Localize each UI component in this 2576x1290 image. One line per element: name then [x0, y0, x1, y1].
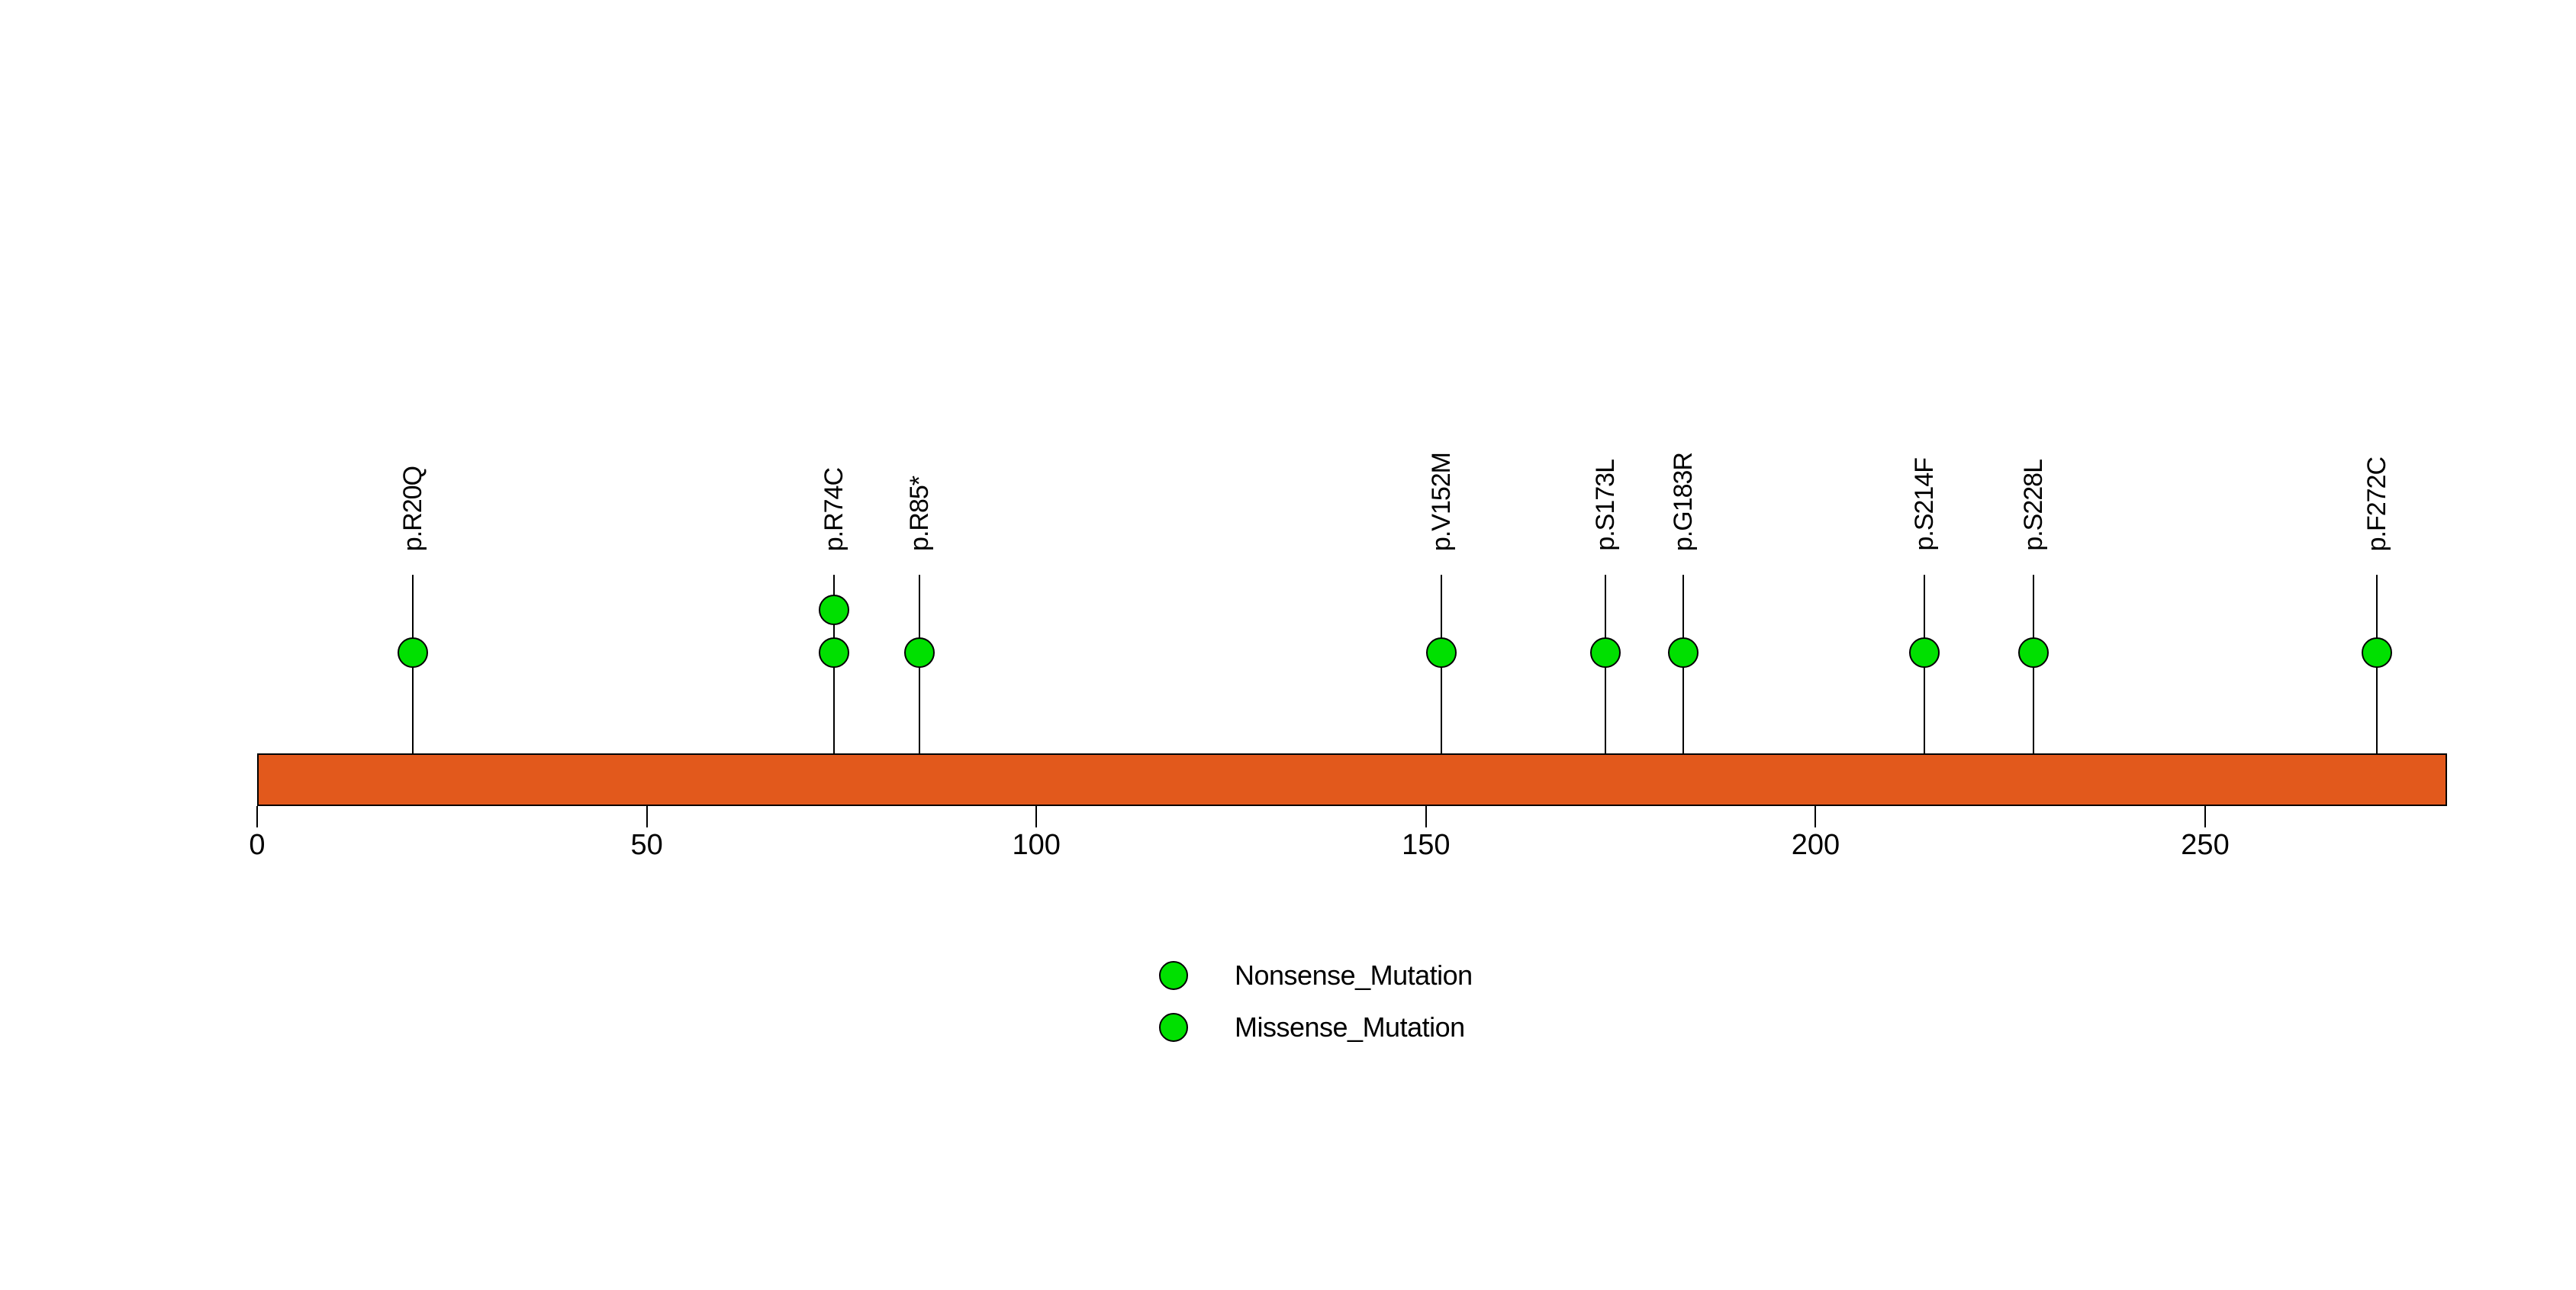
protein-bar	[257, 753, 2447, 806]
mutation-label: p.G183R	[1668, 452, 1698, 551]
lollipop-stem	[832, 575, 835, 806]
axis-tick-label: 250	[2181, 829, 2230, 861]
mutation-label: p.S228L	[2019, 460, 2049, 551]
lollipop-stem	[2375, 575, 2378, 806]
axis-tick	[1035, 806, 1038, 827]
mutation-marker	[818, 595, 849, 625]
mutation-label: p.R74C	[819, 467, 848, 551]
lollipop-stem	[919, 575, 921, 806]
lollipop-stem	[1682, 575, 1684, 806]
legend-marker	[1159, 961, 1188, 990]
lollipop-stem	[412, 575, 414, 806]
axis-tick	[1425, 806, 1427, 827]
axis-tick-label: 50	[630, 829, 663, 861]
mutation-marker	[818, 637, 849, 668]
mutation-marker	[2361, 637, 2392, 668]
legend-marker	[1159, 1013, 1188, 1042]
mutation-marker	[904, 637, 935, 668]
mutation-label: p.F272C	[2362, 456, 2391, 551]
axis-tick-label: 100	[1012, 829, 1061, 861]
axis-tick	[2204, 806, 2206, 827]
mutation-marker	[1589, 637, 1621, 668]
lollipop-stem	[1924, 575, 1926, 806]
axis-tick	[646, 806, 648, 827]
axis-tick-label: 200	[1791, 829, 1840, 861]
lollipop-stem	[1441, 575, 1443, 806]
mutation-label: p.V152M	[1427, 452, 1457, 551]
axis-tick-label: 150	[1402, 829, 1451, 861]
mutation-marker	[1667, 637, 1699, 668]
legend-item-label: Missense_Mutation	[1235, 1011, 1465, 1043]
axis-tick	[1814, 806, 1817, 827]
mutation-label: p.R20Q	[398, 466, 428, 551]
mutation-marker	[1426, 637, 1457, 668]
lollipop-stem	[1604, 575, 1606, 806]
mutation-label: p.R85*	[905, 476, 935, 551]
mutation-label: p.S214F	[1910, 458, 1940, 551]
mutation-marker	[1909, 637, 1940, 668]
axis-tick	[256, 806, 258, 827]
lollipop-stem	[2033, 575, 2035, 806]
legend-item-label: Nonsense_Mutation	[1235, 959, 1473, 991]
axis-tick-label: 0	[249, 829, 266, 861]
mutation-marker	[2018, 637, 2050, 668]
mutation-marker	[398, 637, 429, 668]
mutation-label: p.S173L	[1590, 460, 1620, 551]
